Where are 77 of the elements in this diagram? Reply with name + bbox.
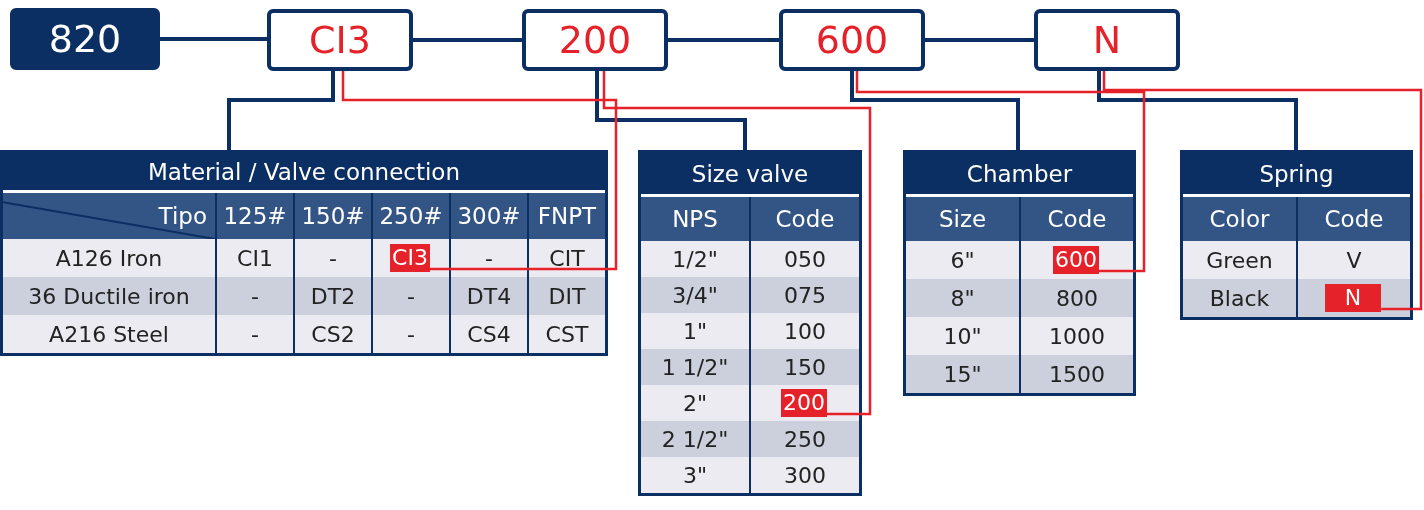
table-cell: - [215,315,293,353]
highlighted-code: N [1324,284,1382,312]
spec-table [0,150,608,356]
table-cell: 800 [1019,279,1133,317]
column-header: 300# [449,193,527,239]
column-header: 150# [293,193,371,239]
table-cell: 8" [906,279,1019,317]
table-cell: 2 1/2" [641,421,749,457]
table-cell: Green [1183,241,1296,279]
highlighted-code: 200 [781,389,827,417]
table-cell: 050 [749,241,859,277]
table-cell: 1000 [1019,317,1133,355]
column-header: Color [1183,197,1296,241]
table-cell: 10" [906,317,1019,355]
connector-line [855,71,1146,273]
table-cell: 075 [749,277,859,313]
spec-table [1180,150,1413,320]
table-cell: - [371,277,449,315]
table-cell: 150 [749,349,859,385]
connector-line [1102,71,1423,311]
table-cell: 1 1/2" [641,349,749,385]
table-cell: - [371,315,449,353]
connector-line [850,71,1020,150]
connector-line [413,38,522,42]
connector-line [227,71,335,150]
column-header: Tipo [3,193,215,239]
column-header: Code [1019,197,1133,241]
column-header: 250# [371,193,449,239]
table-cell: 6" [906,241,1019,279]
table-cell: CST [527,315,605,353]
column-header: Size [906,197,1019,241]
column-header: Code [1296,197,1410,241]
connector-line [595,71,747,150]
table-cell: A126 Iron [3,239,215,277]
table-cell: 36 Ductile iron [3,277,215,315]
table-cell: A216 Steel [3,315,215,353]
table-cell: CIT [527,239,605,277]
table-cell: DT4 [449,277,527,315]
table-cell: 1500 [1019,355,1133,393]
table-cell: 3" [641,457,749,493]
highlighted-code: CI3 [390,244,430,272]
connector-line [160,37,267,41]
column-header: 125# [215,193,293,239]
table-cell: - [215,277,293,315]
table-cell: 1/2" [641,241,749,277]
table-cell: 300 [749,457,859,493]
table-cell: - [449,239,527,277]
column-header: FNPT [527,193,605,239]
spec-table [903,150,1136,396]
connector-line [1097,71,1298,150]
table-cell: 250 [749,421,859,457]
table-cell: 3/4" [641,277,749,313]
code-box: CI3 [267,9,413,71]
code-box: 200 [522,9,668,71]
table-cell: 1" [641,313,749,349]
spec-table [638,150,862,496]
code-box: 600 [779,9,925,71]
table-cell: CS2 [293,315,371,353]
code-box: N [1034,9,1180,71]
connector-line [925,38,1034,42]
connector-line [341,71,618,271]
table-cell: Black [1183,279,1296,317]
table-cell: DIT [527,277,605,315]
table-cell: 100 [749,313,859,349]
table-cell: CS4 [449,315,527,353]
table-cell: - [293,239,371,277]
column-header: NPS [641,197,749,241]
connector-line [602,71,872,416]
table-cell: DT2 [293,277,371,315]
table-cell: CI1 [215,239,293,277]
code-box: 820 [10,8,160,70]
column-header: Code [749,197,859,241]
connector-line [668,38,779,42]
table-cell: 15" [906,355,1019,393]
highlighted-code: 600 [1053,246,1099,274]
table-cell: V [1296,241,1410,279]
table-cell: 2" [641,385,749,421]
